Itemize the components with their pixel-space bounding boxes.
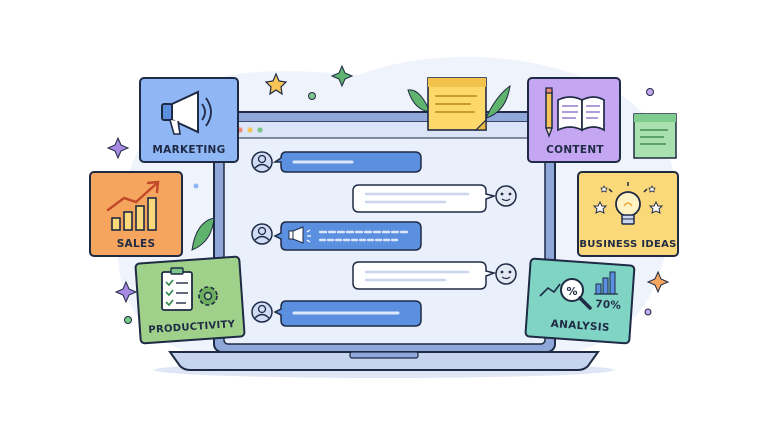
magnifier-chart-icon: % <box>539 271 618 310</box>
sparkle-icon <box>114 280 138 304</box>
chat-message-left-announcement <box>251 221 422 251</box>
dot-decoration <box>308 92 316 100</box>
checklist-gear-icon <box>161 267 218 311</box>
bar-chart-up-icon <box>106 180 160 231</box>
dot-decoration <box>646 88 654 96</box>
bot-avatar[interactable] <box>495 185 517 207</box>
sparkle-icon <box>646 270 670 294</box>
chat-bubble[interactable] <box>352 261 497 290</box>
dot-decoration <box>124 316 132 324</box>
chat-message-left <box>251 300 422 327</box>
chat-message-right <box>352 261 517 290</box>
pencil-book-icon <box>545 87 605 138</box>
browser-toolbar <box>224 122 545 138</box>
chat-bubble[interactable] <box>352 184 497 213</box>
dot-decoration <box>644 308 652 316</box>
sticky-note-green <box>633 113 677 159</box>
chat-message-right <box>352 184 517 213</box>
laptop-notch <box>349 351 419 359</box>
leaf-decoration <box>191 217 215 251</box>
card-label: CONTENT <box>546 144 604 156</box>
card-productivity[interactable]: PRODUCTIVITY <box>134 255 246 345</box>
card-business-ideas[interactable]: BUSINESS IDEAS <box>577 171 679 257</box>
chat-bubble[interactable] <box>273 221 422 251</box>
sparkle-icon <box>330 64 354 88</box>
card-label: ANALYSIS <box>550 318 610 334</box>
card-sales[interactable]: SALES <box>89 171 183 257</box>
dot-decoration <box>193 183 199 189</box>
window-dot-green[interactable] <box>257 127 263 133</box>
star-icon <box>264 72 288 96</box>
sparkle-icon <box>106 136 130 160</box>
card-content[interactable]: CONTENT <box>527 77 621 163</box>
card-analysis[interactable]: % 70% ANALYSIS <box>524 257 636 345</box>
sticky-note <box>427 77 487 131</box>
window-dot-yellow[interactable] <box>247 127 253 133</box>
svg-text:%: % <box>566 285 577 298</box>
card-marketing[interactable]: MARKETING <box>139 77 239 163</box>
lightbulb-icon <box>592 182 664 225</box>
card-label: SALES <box>117 238 156 250</box>
bot-avatar[interactable] <box>495 263 517 285</box>
megaphone-icon <box>161 90 212 135</box>
card-label: BUSINESS IDEAS <box>579 239 676 250</box>
analysis-stat: 70% <box>595 298 622 312</box>
card-label: MARKETING <box>152 144 225 156</box>
chat-message-left <box>251 151 422 173</box>
laptop-base <box>168 351 600 371</box>
megaphone-icon <box>288 226 311 244</box>
